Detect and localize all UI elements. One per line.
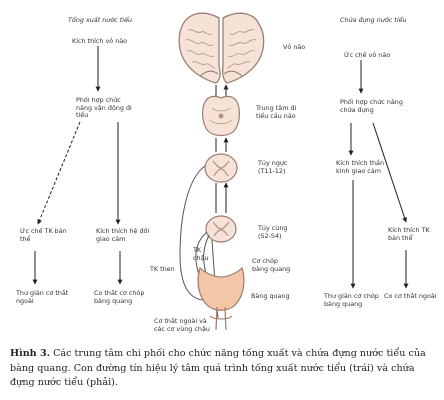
right-excite-somatic: Kích thích TK bản thể (388, 226, 430, 242)
pelvic-nerve-label: TK chậu (193, 246, 209, 262)
thoracic-cord-illustration (204, 153, 238, 183)
urination-control-diagram (32, 12, 409, 331)
right-excite-sympathetic: Kích thích thần kinh giao cảm (336, 159, 385, 175)
brain-illustration (178, 12, 265, 84)
left-pathway-arrows (32, 46, 123, 285)
caption-label: Hình 3. (10, 348, 51, 359)
sacral-cord-illustration (205, 215, 237, 243)
left-excite-parasympathetic: Kích thích hệ đối giao cảm (96, 227, 150, 243)
right-contract-external-sphincter: Co cơ thắt ngoài (384, 292, 437, 300)
pons-center-label: Trung tâm đi tiểu cầu não (256, 104, 297, 120)
sphincter-label: Cơ thắt ngoài và các cơ vùng chậu (154, 317, 210, 333)
right-relax-detrusor: Thư giãn cơ chóp bàng quang (324, 292, 379, 308)
figure-caption: Hình 3. Các trung tâm chi phối cho chức … (10, 347, 436, 391)
right-coordination: Phối hợp chức năng chứa đựng (340, 98, 403, 114)
pons-illustration (202, 95, 240, 137)
thoracic-cord-label: Tủy ngực (T11-12) (258, 159, 288, 175)
left-inhibit-somatic: Ức chế TK bản thể (20, 227, 67, 243)
brain-left-hemisphere (178, 12, 221, 84)
left-column-title: Tống xuất nước tiểu (68, 16, 133, 24)
hypogastric-nerve-path (179, 165, 206, 301)
right-pathway-arrows (348, 60, 409, 289)
hypogastric-nerve-label: TK then (150, 265, 175, 273)
bladder-illustration (197, 266, 245, 331)
right-column-title: Chứa đựng nước tiểu (340, 16, 407, 24)
left-coordination: Phối hợp chức năng vận động đi tiểu (76, 96, 132, 120)
left-contract-detrusor: Co thắt cơ chóp bàng quang (94, 289, 145, 305)
right-inhibit-cortex: Ức chế vỏ não (344, 51, 391, 59)
detrusor-label: Cơ chóp bàng quang (252, 257, 291, 273)
left-cortex-stimulus: Kích thích vỏ não (72, 37, 128, 45)
left-relax-external-sphincter: Thư giãn cơ thắt ngoài (16, 289, 69, 305)
sacral-cord-label: Tủy cùng (S2-S4) (258, 224, 288, 240)
cortex-label: Vỏ não (283, 43, 306, 51)
brain-right-hemisphere (221, 12, 265, 84)
caption-text: Các trung tâm chi phối cho chức năng tốn… (10, 348, 426, 389)
bladder-label: Bàng quang (251, 292, 290, 300)
